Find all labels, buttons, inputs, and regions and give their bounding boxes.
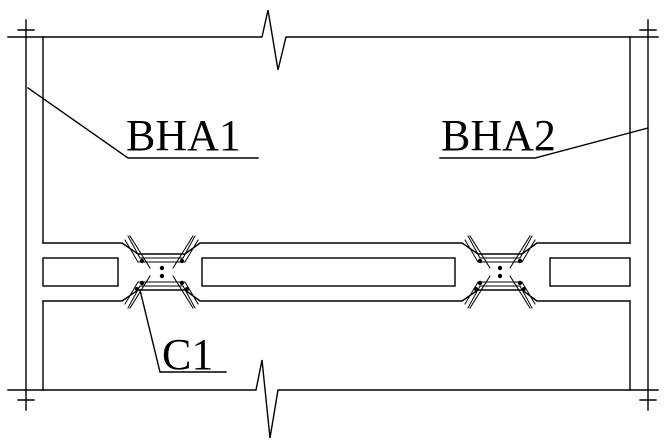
- leader-bha2: [439, 127, 649, 159]
- beam-lower-edge: [42, 289, 631, 302]
- opening-right: [549, 257, 631, 287]
- top-wall-edge: [7, 9, 659, 71]
- beam-upper-edge: [42, 242, 631, 255]
- reinforcement-node-left: [124, 235, 199, 309]
- leader-c1: [139, 289, 227, 373]
- leader-bha1: [27, 87, 259, 159]
- bottom-wall-edge: [7, 359, 659, 439]
- label-c1: C1: [162, 330, 214, 379]
- label-bha2: BHA2: [441, 111, 556, 160]
- rebar-dots-left: [135, 258, 189, 291]
- rebar-dots-right: [474, 258, 526, 291]
- opening-left: [42, 257, 119, 287]
- reinforcement-node-right: [464, 235, 536, 309]
- opening-middle: [201, 257, 456, 287]
- label-bha1: BHA1: [126, 111, 241, 160]
